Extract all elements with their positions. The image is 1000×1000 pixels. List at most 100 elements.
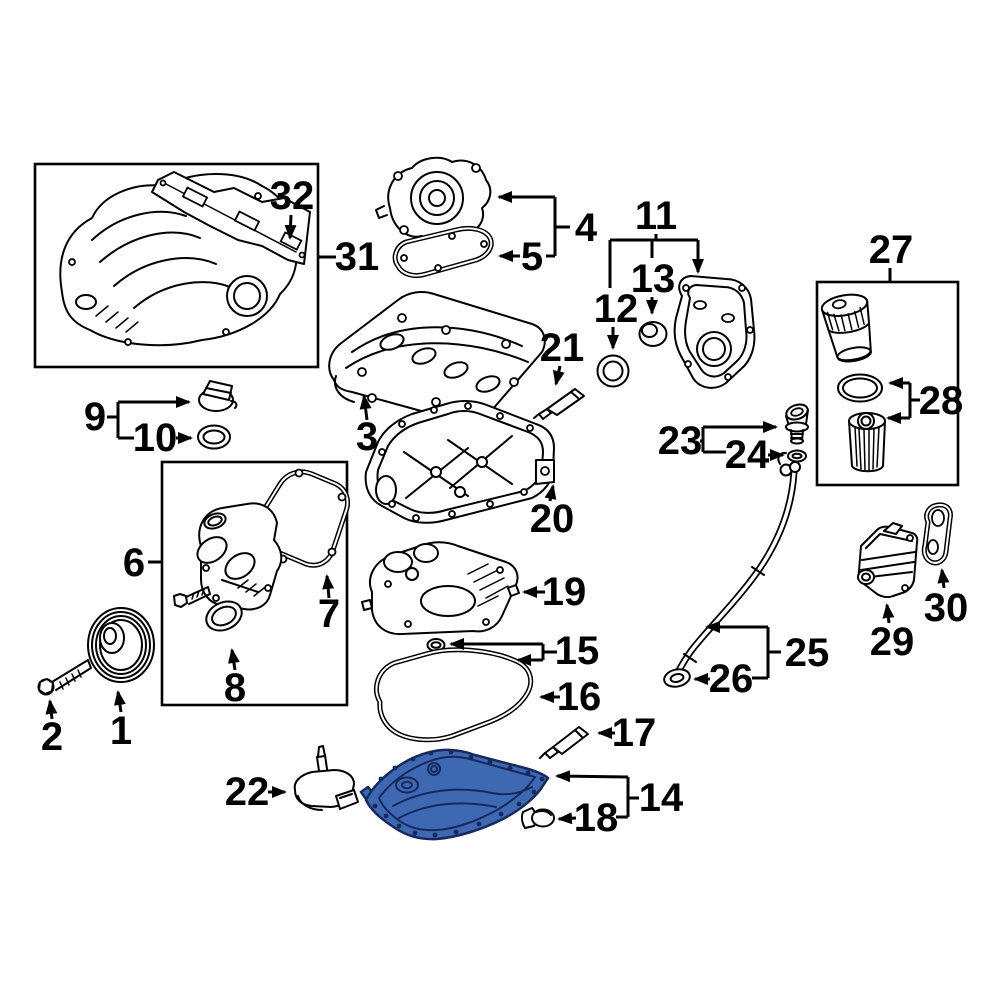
ellipse-stroke xyxy=(420,585,476,617)
part-filter-element-28b[interactable] xyxy=(848,412,886,473)
path-stroke xyxy=(51,659,92,691)
part-filler-neck-seal-24[interactable] xyxy=(787,449,807,463)
path-stroke xyxy=(883,522,903,535)
callout-23[interactable]: 23 xyxy=(658,419,778,463)
callout-8[interactable]: 8 xyxy=(224,648,246,710)
part-oil-level-sensor-22[interactable] xyxy=(293,745,359,811)
part-crank-pulley-1[interactable] xyxy=(87,607,155,683)
callout-6[interactable]: 6 xyxy=(123,541,162,585)
circle-stroke xyxy=(431,397,441,407)
path-stroke xyxy=(574,729,583,738)
callout-27[interactable]: 27 xyxy=(869,228,914,281)
part-filter-oring-28a[interactable] xyxy=(837,373,883,403)
circle-stroke xyxy=(388,500,396,508)
part-oil-pan-14-highlighted[interactable] xyxy=(359,748,550,841)
circle-stroke xyxy=(738,284,746,292)
path-stroke xyxy=(544,484,557,502)
callout-20[interactable]: 20 xyxy=(530,484,575,541)
callout-11[interactable]: 11 xyxy=(608,194,704,288)
circle-stroke xyxy=(471,163,481,173)
part-cover-bolt-6[interactable] xyxy=(173,586,211,608)
part-dipstick-seal-26[interactable] xyxy=(663,667,692,689)
callout-15[interactable]: 15 xyxy=(449,629,599,673)
part-filler-cap-seal-10[interactable] xyxy=(197,424,231,450)
circle-stroke xyxy=(159,179,167,187)
part-drain-plug-18[interactable] xyxy=(520,807,555,829)
callout-17[interactable]: 17 xyxy=(597,711,656,755)
circle-stroke xyxy=(496,566,504,574)
path-stroke xyxy=(538,408,552,420)
part-cooler-gasket-30[interactable] xyxy=(921,502,953,566)
callout-9[interactable]: 9 xyxy=(84,395,191,439)
rect-stroke xyxy=(233,210,261,232)
part-crank-seal-12[interactable] xyxy=(596,354,630,388)
callout-3[interactable]: 3 xyxy=(356,394,378,459)
part-dipstick-tube-25[interactable] xyxy=(671,451,801,682)
circle-stroke xyxy=(392,765,398,771)
callout-5[interactable]: 5 xyxy=(498,235,555,279)
callout-19[interactable]: 19 xyxy=(522,570,586,614)
callout-26[interactable]: 26 xyxy=(693,657,768,701)
callout-13[interactable]: 13 xyxy=(631,257,676,315)
part-sealant-tube-17[interactable] xyxy=(539,726,589,759)
path-stroke xyxy=(555,770,629,783)
path-stroke xyxy=(854,426,880,471)
part-windage-tray-19[interactable] xyxy=(361,541,520,636)
path-stroke xyxy=(552,726,589,755)
path-stroke xyxy=(95,305,139,333)
part-pcv-gasket-5[interactable] xyxy=(392,225,494,279)
part-filler-neck-23[interactable] xyxy=(784,402,809,445)
part-oil-cooler-29[interactable] xyxy=(857,522,919,599)
callout-29[interactable]: 29 xyxy=(870,603,915,664)
part-sealing-cap-13[interactable] xyxy=(638,321,668,347)
path-stroke xyxy=(45,699,58,720)
circle-stroke xyxy=(906,534,914,542)
part-oil-pan-gasket-16[interactable] xyxy=(374,647,534,743)
circle-stroke xyxy=(400,254,408,262)
path-stroke xyxy=(683,566,765,663)
part-timing-chain-cover-11[interactable] xyxy=(673,275,756,389)
part-pcv-cover-4[interactable] xyxy=(375,156,492,243)
path-stroke xyxy=(539,752,546,759)
part-upper-oil-pan-20[interactable] xyxy=(364,400,555,524)
ellipse-stroke xyxy=(103,627,117,645)
ellipse-stroke xyxy=(721,313,735,323)
callout-6-label: 6 xyxy=(123,541,145,585)
part-filler-cap-9[interactable] xyxy=(198,380,238,412)
callout-16[interactable]: 16 xyxy=(539,675,601,719)
callout-21-label: 21 xyxy=(540,326,585,370)
ellipse-stroke xyxy=(202,429,226,445)
part-timing-cover-6[interactable] xyxy=(193,502,283,611)
callout-25[interactable]: 25 xyxy=(705,621,829,678)
callout-1[interactable]: 1 xyxy=(110,690,132,753)
callout-7[interactable]: 7 xyxy=(318,574,340,636)
callout-31[interactable]: 31 xyxy=(318,235,379,279)
circle-stroke xyxy=(453,829,459,835)
part-valve-cover-3[interactable] xyxy=(328,291,546,423)
callout-2[interactable]: 2 xyxy=(41,699,63,759)
callout-24[interactable]: 24 xyxy=(703,433,785,477)
ellipse-stroke xyxy=(641,323,658,338)
callout-28[interactable]: 28 xyxy=(886,377,963,424)
callout-30[interactable]: 30 xyxy=(924,568,969,630)
part-sealant-tube-21[interactable] xyxy=(533,388,585,420)
part-oil-filter-cap-27[interactable] xyxy=(820,291,877,364)
path-stroke xyxy=(91,210,187,241)
callout-21[interactable]: 21 xyxy=(540,326,585,386)
ellipse-stroke xyxy=(836,346,872,363)
callout-12[interactable]: 12 xyxy=(594,287,639,350)
callout-32[interactable]: 32 xyxy=(270,174,315,240)
callout-18[interactable]: 18 xyxy=(557,796,628,840)
path-stroke xyxy=(398,802,497,819)
part-pulley-bolt-2[interactable] xyxy=(37,659,92,696)
callout-10[interactable]: 10 xyxy=(118,416,193,460)
callout-4[interactable]: 4 xyxy=(497,191,598,256)
part-seal-ring-8[interactable] xyxy=(202,596,247,636)
circle-stroke xyxy=(294,468,304,478)
callout-22[interactable]: 22 xyxy=(225,770,287,814)
callout-14[interactable]: 14 xyxy=(555,770,684,820)
path-stroke xyxy=(375,205,388,219)
circle-stroke xyxy=(337,492,347,502)
part-manifold-gasket-32[interactable] xyxy=(151,171,311,265)
ellipse-stroke xyxy=(927,539,939,555)
